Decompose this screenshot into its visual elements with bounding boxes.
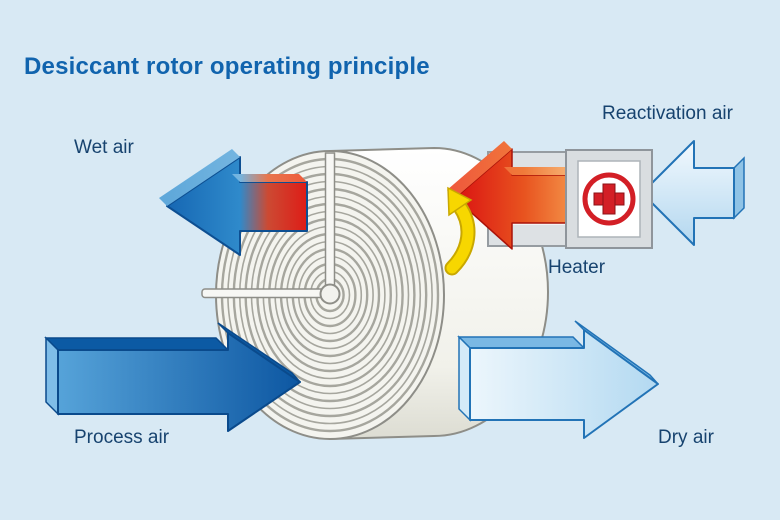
heated-air-arrow-bevel-head	[447, 141, 512, 198]
reactivation-arrow-body	[641, 140, 735, 246]
heater-plus-icon	[582, 172, 636, 226]
process-air-arrow	[44, 322, 301, 432]
rotor-support-rod	[324, 152, 336, 296]
dry-air-arrow	[457, 320, 659, 439]
reactivation-air-arrow	[641, 140, 745, 246]
diagram-title: Desiccant rotor operating principle	[24, 53, 430, 80]
heated-air-arrow-bevel-shaft	[504, 167, 580, 175]
rotor-hub	[319, 283, 341, 305]
wet-air-label: Wet air	[74, 137, 135, 158]
rotation-arrow-icon	[444, 186, 476, 276]
wet-air-arrow-body	[166, 156, 308, 256]
process-air-label: Process air	[74, 427, 170, 448]
dry-air-label: Dry air	[658, 427, 715, 448]
process-arrow-bevel-shaft	[44, 337, 230, 351]
heater-symbol-cross-v	[602, 183, 616, 215]
wet-air-arrow-bevel-shaft	[232, 174, 307, 182]
rotation-arrow-head	[447, 186, 473, 217]
rotor-axle	[201, 288, 333, 299]
reactivation-air-label: Reactivation air	[602, 103, 734, 124]
wet-air-arrow-bevel-head	[159, 149, 240, 206]
dry-arrow-body	[469, 329, 659, 439]
process-arrow-body	[57, 332, 301, 432]
reactivation-arrow-fold	[733, 156, 745, 220]
heated-air-arrow	[447, 141, 581, 250]
rotation-arrow-curve	[446, 201, 474, 274]
process-arrow-fold	[45, 336, 59, 416]
wet-air-arrow	[159, 149, 308, 256]
heater-unit	[565, 149, 653, 249]
heater-label: Heater	[548, 257, 606, 278]
dry-arrow-fold	[458, 335, 471, 422]
dry-arrow-bevel-shaft	[457, 336, 586, 349]
